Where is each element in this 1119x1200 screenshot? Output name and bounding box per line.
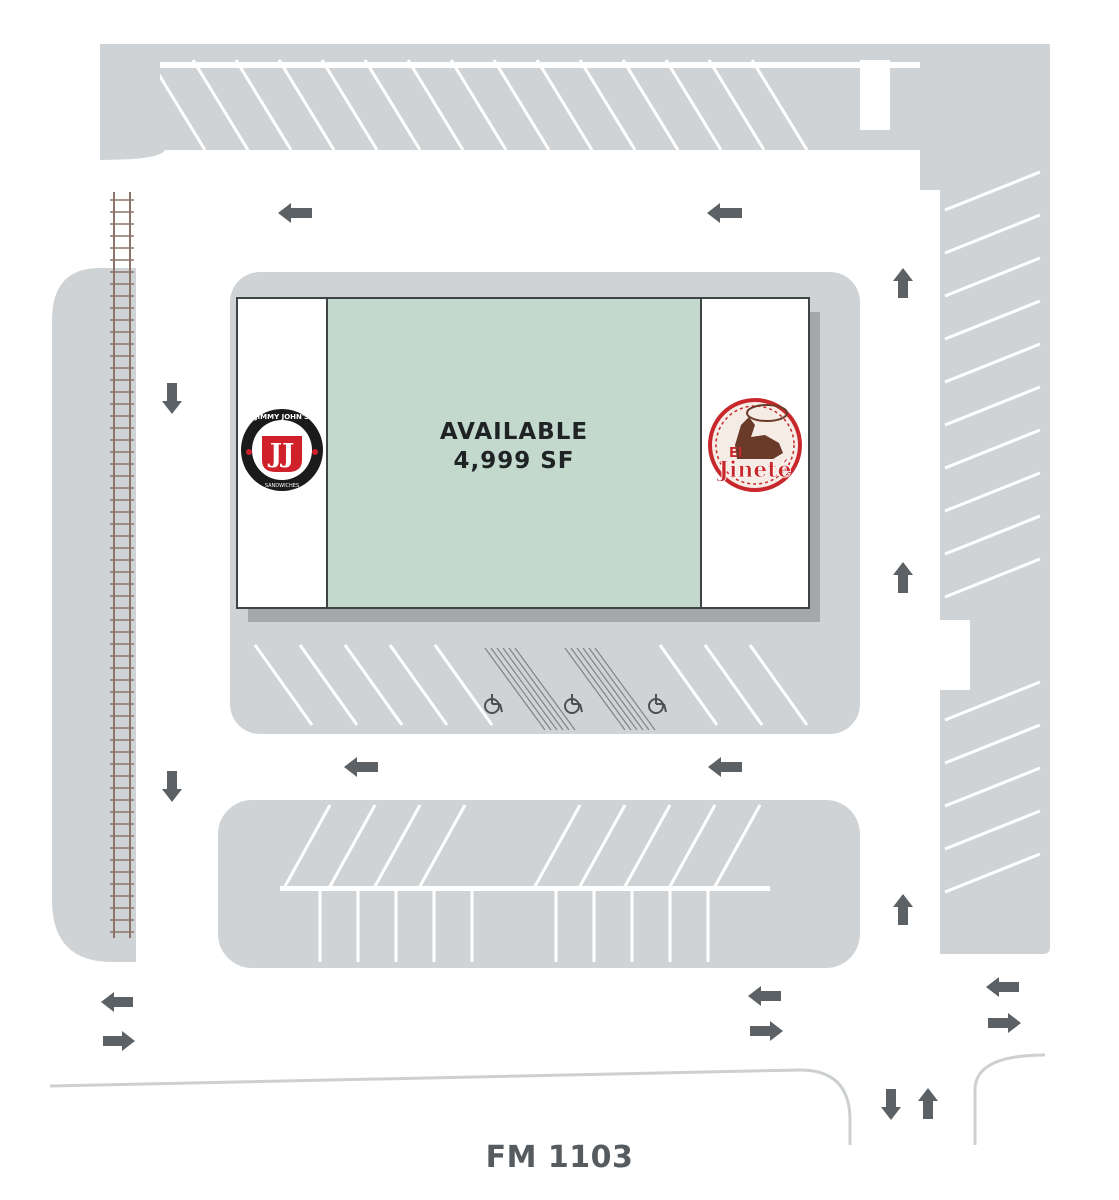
rail-track	[110, 192, 134, 938]
svg-text:JJ: JJ	[268, 439, 295, 469]
arrow-down-icon	[162, 771, 182, 802]
traffic-arrows	[101, 203, 1021, 1120]
south-diagonal-stalls	[281, 804, 762, 891]
road-curbs	[49, 1053, 1046, 1145]
jimmy-johns-logo: JJ JIMMY JOHN'S SANDWICHES	[241, 409, 323, 491]
wheelchair-icon	[484, 694, 667, 714]
arrow-right-icon	[750, 1021, 783, 1041]
svg-text:SANDWICHES: SANDWICHES	[265, 483, 299, 489]
arrow-left-icon	[986, 977, 1019, 997]
accessible-hatch-areas	[484, 647, 656, 731]
arrow-down-icon	[162, 383, 182, 414]
svg-text:JIMMY JOHN'S: JIMMY JOHN'S	[254, 413, 309, 421]
top-row-white-band	[160, 62, 920, 68]
arrow-up-icon	[893, 894, 913, 925]
arrow-right-icon	[988, 1013, 1021, 1033]
availability-status: AVAILABLE	[439, 419, 589, 445]
suite-available	[326, 297, 702, 609]
east-stall-lines	[944, 170, 1041, 894]
top-stall-lines	[160, 59, 809, 151]
arrow-up-icon	[893, 268, 913, 298]
top-drive-aisle	[100, 150, 920, 200]
svg-text:Jineté: Jineté	[717, 457, 792, 483]
arrow-up-icon	[918, 1088, 938, 1119]
available-suite-label: AVAILABLE 4,999 SF	[328, 418, 700, 476]
arrow-up-icon	[893, 562, 913, 593]
top-row-gap	[860, 60, 890, 130]
arrow-left-icon	[748, 986, 781, 1006]
south-vertical-stalls	[318, 890, 710, 962]
suite-size: 4,999 SF	[453, 448, 575, 474]
east-parking-row	[920, 44, 1050, 954]
arrow-left-icon	[707, 203, 742, 223]
south-parking-island	[218, 800, 860, 968]
arrow-left-icon	[278, 203, 312, 223]
south-island-divider	[280, 886, 770, 891]
arrow-left-icon	[344, 757, 378, 777]
east-median-gap	[940, 620, 970, 690]
svg-text:El: El	[729, 446, 742, 461]
west-drive-strip	[52, 268, 136, 962]
front-stall-lines	[253, 644, 809, 726]
el-jinete-logo: El Jineté	[708, 398, 802, 492]
arrow-down-icon	[881, 1089, 901, 1120]
arrow-left-icon	[708, 757, 742, 777]
arrow-right-icon	[103, 1031, 135, 1051]
arrow-left-icon	[101, 992, 133, 1012]
road-name: FM 1103	[485, 1140, 634, 1175]
